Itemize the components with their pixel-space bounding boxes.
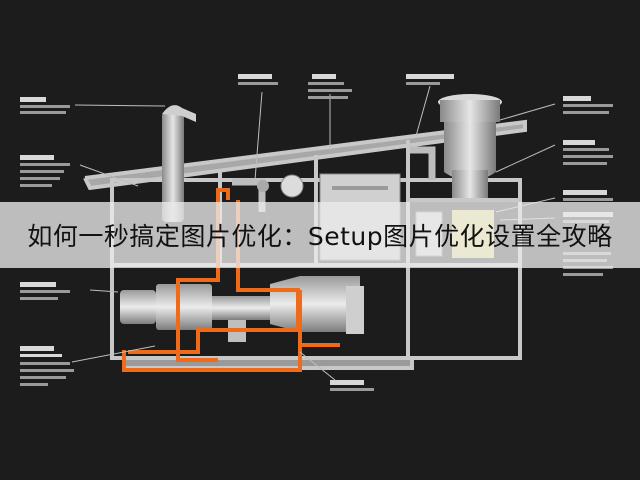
banner-title: 如何一秒搞定图片优化：Setup图片优化设置全攻略 (27, 222, 613, 251)
orange-pipes (122, 188, 340, 372)
vertical-tank (162, 105, 196, 222)
callout-lines (71, 85, 556, 381)
boiler-tank (438, 94, 502, 198)
pressure-gauge (280, 174, 304, 198)
title-banner: 如何一秒搞定图片优化：Setup图片优化设置全攻略 (0, 202, 640, 268)
motor-pump-assembly (120, 276, 364, 342)
